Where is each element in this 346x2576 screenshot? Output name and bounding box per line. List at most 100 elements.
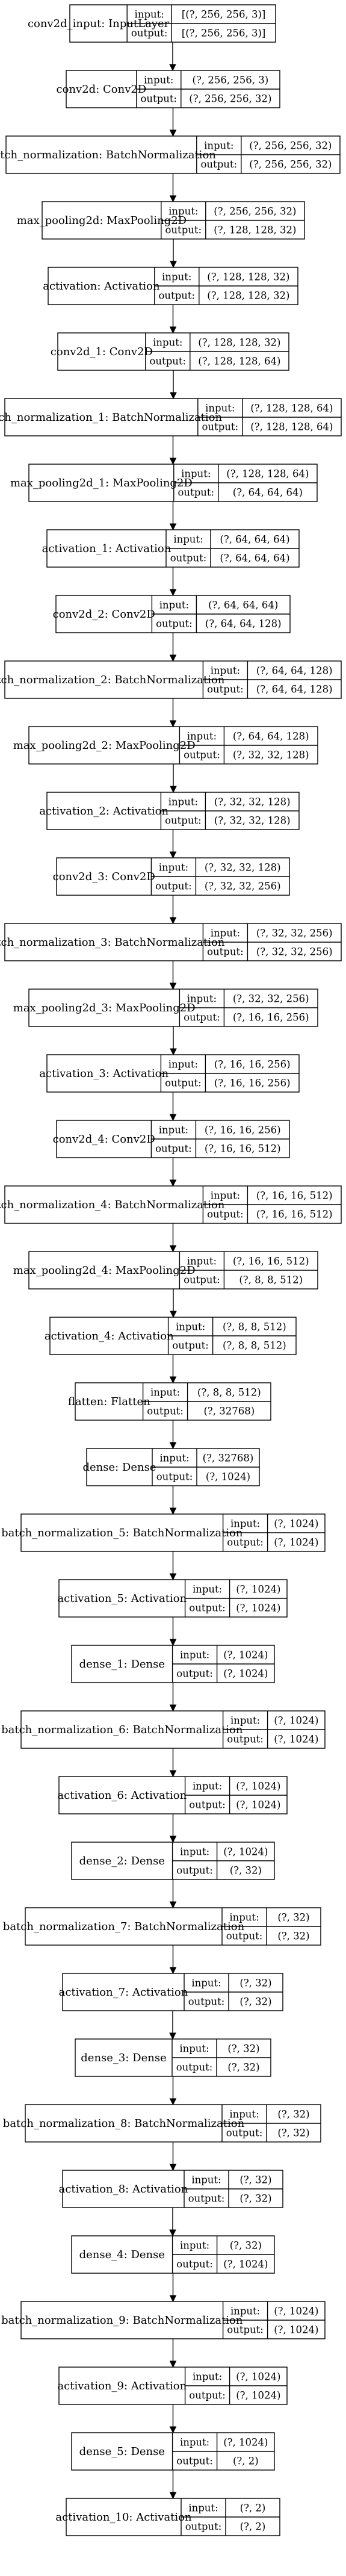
arrowhead-icon — [170, 392, 177, 400]
arrowhead-icon — [169, 851, 177, 859]
arrowhead-icon — [169, 1179, 177, 1187]
output-shape: (?, 2) — [233, 2456, 259, 2467]
output-label: output: — [176, 1865, 213, 1876]
input-label: input: — [211, 928, 240, 939]
input-shape: (?, 64, 64, 64) — [220, 534, 289, 545]
output-label: output: — [165, 225, 202, 236]
layer-name: dense_4: Dense — [79, 2249, 165, 2261]
layer-name: flatten: Flatten — [68, 1395, 150, 1408]
layer-name: dense_3: Dense — [81, 2052, 166, 2064]
input-label: input: — [191, 1978, 221, 1989]
output-shape: (?, 1024) — [274, 2324, 318, 2336]
input-label: input: — [193, 1584, 222, 1595]
arrowhead-icon — [169, 2492, 177, 2500]
input-label: input: — [168, 1059, 198, 1070]
output-label: output: — [189, 1603, 226, 1614]
input-shape: (?, 16, 16, 256) — [214, 1059, 291, 1070]
output-shape: (?, 32) — [277, 1931, 309, 1942]
output-shape: (?, 2) — [240, 2521, 266, 2533]
layer-name: max_pooling2d_2: MaxPooling2D — [13, 739, 196, 752]
output-label: output: — [227, 2324, 264, 2336]
input-shape: (?, 1024) — [236, 1781, 280, 1792]
output-shape: (?, 32) — [230, 1865, 262, 1876]
input-shape: (?, 32, 32, 128) — [205, 862, 281, 874]
layer-name: batch_normalization_4: BatchNormalizatio… — [0, 1199, 225, 1211]
output-shape: (?, 16, 16, 256) — [214, 1078, 291, 1089]
input-label: input: — [229, 1912, 259, 1923]
output-shape: (?, 8, 8, 512) — [239, 1274, 303, 1286]
output-shape: (?, 32) — [227, 2062, 259, 2073]
output-shape: (?, 32) — [277, 2128, 309, 2139]
arrowhead-icon — [169, 2032, 176, 2040]
output-label: output: — [189, 1799, 226, 1811]
arrowhead-icon — [169, 2098, 177, 2106]
output-label: output: — [188, 1996, 225, 2008]
arrowhead-icon — [170, 786, 177, 793]
output-shape: (?, 32, 32, 256) — [256, 946, 333, 958]
input-shape: (?, 1024) — [274, 1518, 318, 1530]
output-label: output: — [227, 1734, 264, 1745]
input-label: input: — [211, 665, 240, 677]
layer-name: max_pooling2d_3: MaxPooling2D — [13, 1002, 196, 1014]
input-label: input: — [180, 2240, 209, 2252]
input-label: input: — [211, 1190, 240, 1202]
input-label: input: — [187, 1256, 217, 1267]
output-shape: (?, 1024) — [274, 1537, 318, 1548]
input-shape: (?, 64, 64, 128) — [256, 665, 333, 677]
input-label: input: — [187, 731, 217, 742]
input-label: input: — [180, 1846, 209, 1858]
arrowhead-icon — [169, 2360, 177, 2368]
output-label: output: — [172, 1340, 209, 1352]
input-shape: (?, 256, 256, 3) — [193, 75, 269, 86]
arrowhead-icon — [169, 2295, 177, 2303]
layer-name: conv2d: Conv2D — [57, 83, 147, 96]
input-label: input: — [144, 75, 173, 86]
layer-node: batch_normalization_8: BatchNormalizatio… — [3, 2104, 321, 2143]
layer-node: max_pooling2d_2: MaxPooling2Dinput:outpu… — [13, 726, 318, 765]
layer-node: activation_6: Activationinput:output:(?,… — [57, 1776, 288, 1814]
input-shape: (?, 32) — [227, 2043, 259, 2055]
input-shape: (?, 2) — [240, 2503, 266, 2514]
arrowhead-icon — [169, 1836, 177, 1843]
arrowhead-icon — [169, 326, 177, 334]
output-shape: (?, 16, 16, 512) — [205, 1143, 281, 1155]
layer-node: activation_8: Activationinput:output:(?,… — [59, 2170, 283, 2208]
input-label: input: — [230, 1518, 260, 1530]
output-shape: (?, 32) — [239, 1996, 271, 2008]
output-label: output: — [165, 815, 202, 827]
arrowhead-icon — [169, 1573, 177, 1581]
layer-name: activation_8: Activation — [59, 2183, 188, 2196]
input-shape: (?, 32) — [277, 2109, 309, 2120]
arrowhead-icon — [169, 64, 176, 72]
layer-node: activation_2: Activationinput:output:(?,… — [39, 792, 300, 830]
layer-node: batch_normalization_3: BatchNormalizatio… — [0, 923, 342, 961]
output-label: output: — [155, 881, 192, 892]
layer-node: batch_normalization_2: BatchNormalizatio… — [0, 660, 342, 699]
input-shape: (?, 16, 16, 512) — [233, 1256, 309, 1267]
arrowhead-icon — [169, 2229, 176, 2237]
input-label: input: — [188, 2503, 218, 2514]
layer-name: dense_1: Dense — [79, 1658, 165, 1671]
input-shape: (?, 32) — [230, 2240, 262, 2252]
input-shape: (?, 1024) — [274, 2306, 318, 2317]
output-shape: (?, 128, 128, 64) — [198, 356, 280, 367]
layer-name: batch_normalization_7: BatchNormalizatio… — [3, 1920, 245, 1933]
layer-name: activation_9: Activation — [57, 2380, 187, 2392]
arrowhead-icon — [169, 589, 177, 597]
output-shape: (?, 128, 128, 32) — [214, 225, 296, 236]
output-label: output: — [131, 28, 168, 39]
input-label: input: — [159, 1125, 188, 1136]
output-label: output: — [184, 1274, 220, 1286]
layer-node: activation_10: Activationinput:output:(?… — [55, 2498, 280, 2536]
input-shape: (?, 8, 8, 512) — [223, 1321, 286, 1333]
layer-node: activation_4: Activationinput:output:(?,… — [45, 1317, 297, 1355]
layer-node: max_pooling2d: MaxPooling2Dinput:output:… — [17, 201, 305, 240]
input-label: input: — [230, 1715, 260, 1727]
layer-name: activation_7: Activation — [59, 1986, 188, 1999]
layer-name: max_pooling2d_4: MaxPooling2D — [13, 1264, 196, 1277]
